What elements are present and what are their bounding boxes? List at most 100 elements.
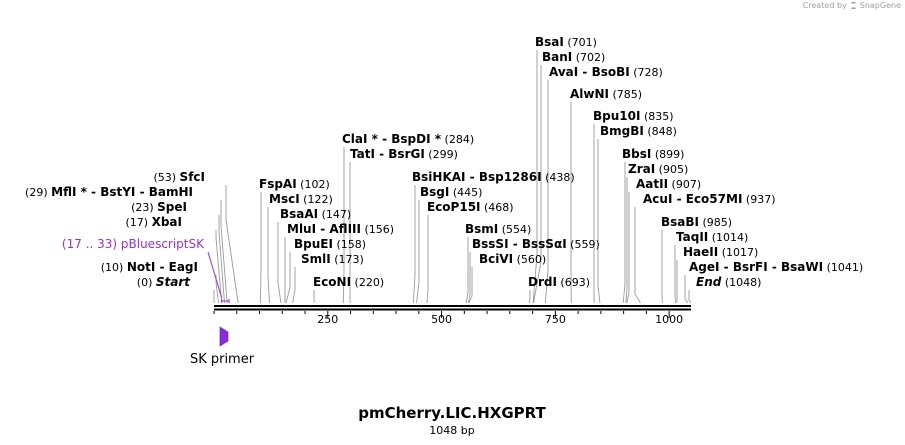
enzyme-name: EcoNI bbox=[313, 275, 351, 289]
site-label: End (1048) bbox=[696, 275, 761, 289]
leader-lines bbox=[213, 50, 692, 304]
site-label: AatII (907) bbox=[636, 177, 701, 191]
site-label: ZraI (905) bbox=[628, 162, 688, 176]
axis-tick-label: 1000 bbox=[655, 313, 683, 326]
site-position: (728) bbox=[630, 66, 663, 79]
site-position: (0) bbox=[137, 276, 156, 289]
site-position: (102) bbox=[297, 178, 330, 191]
leader-line bbox=[215, 230, 223, 304]
leader-line bbox=[416, 200, 420, 304]
axis-tick-label: 750 bbox=[545, 313, 566, 326]
site-position: (693) bbox=[557, 276, 590, 289]
site-label: MscI (122) bbox=[269, 192, 333, 206]
leader-line bbox=[218, 215, 225, 304]
site-label: BbsI (899) bbox=[622, 147, 684, 161]
snapgene-logo-icon bbox=[850, 1, 856, 10]
credit-brand: SnapGene bbox=[859, 1, 901, 10]
site-position: (835) bbox=[640, 110, 673, 123]
site-position: (445) bbox=[449, 186, 482, 199]
site-position: (899) bbox=[651, 148, 684, 161]
site-label: BsgI (445) bbox=[420, 185, 482, 199]
site-label: FspAI (102) bbox=[259, 177, 330, 191]
site-position: (905) bbox=[655, 163, 688, 176]
enzyme-name: SfcI bbox=[180, 170, 205, 184]
site-position: (907) bbox=[668, 178, 701, 191]
leader-line bbox=[267, 207, 270, 304]
site-label: SmlI (173) bbox=[301, 252, 364, 266]
enzyme-name: End bbox=[696, 275, 722, 289]
enzyme-name: BpuEI bbox=[294, 237, 333, 251]
leader-line bbox=[225, 185, 239, 304]
leader-line bbox=[468, 267, 473, 304]
leader-line bbox=[688, 290, 692, 304]
site-position: (53) bbox=[153, 171, 179, 184]
site-label: BmgBI (848) bbox=[600, 124, 677, 138]
enzyme-name: AvaI - BsoBI bbox=[549, 65, 630, 79]
leader-line bbox=[465, 237, 469, 304]
site-label: BssSI - BssSαI (559) bbox=[472, 237, 600, 251]
sk-primer-arrow-icon bbox=[219, 326, 229, 347]
site-label: MluI - AflIII (156) bbox=[287, 222, 394, 236]
site-position: (122) bbox=[300, 193, 333, 206]
site-label: (53) SfcI bbox=[153, 170, 205, 184]
leader-line bbox=[467, 252, 471, 304]
site-position: (1048) bbox=[721, 276, 761, 289]
leader-line bbox=[625, 177, 628, 304]
sequence-strand-bottom bbox=[214, 308, 691, 311]
site-label: TatI - BsrGI (299) bbox=[350, 147, 458, 161]
enzyme-name: BbsI bbox=[622, 147, 651, 161]
feature-label: (17 .. 33) pBluescriptSK bbox=[62, 237, 205, 251]
credit-prefix: Created by bbox=[802, 1, 847, 10]
enzyme-name: BanI bbox=[542, 50, 572, 64]
leader-line bbox=[426, 215, 429, 304]
leader-line bbox=[674, 245, 676, 304]
plasmid-length: 1048 bp bbox=[429, 424, 474, 437]
site-label: AcuI - Eco57MI (937) bbox=[643, 192, 775, 206]
enzyme-name: AcuI - Eco57MI bbox=[643, 192, 742, 206]
leader-line bbox=[626, 192, 630, 304]
enzyme-name: AatII bbox=[636, 177, 668, 191]
enzyme-name: BssSI - BssSαI bbox=[472, 237, 567, 251]
leader-line bbox=[533, 65, 542, 304]
site-position: (1014) bbox=[708, 231, 748, 244]
enzyme-name: Bpu10I bbox=[593, 109, 640, 123]
site-label: BsaBI (985) bbox=[661, 215, 732, 229]
enzyme-name: MluI - AflIII bbox=[287, 222, 361, 236]
leader-line bbox=[544, 80, 549, 304]
enzyme-name: FspAI bbox=[259, 177, 297, 191]
site-label: AvaI - BsoBI (728) bbox=[549, 65, 663, 79]
site-label: Bpu10I (835) bbox=[593, 109, 674, 123]
enzyme-name: ZraI bbox=[628, 162, 655, 176]
enzyme-name: BsaBI bbox=[661, 215, 699, 229]
site-position: (23) bbox=[131, 201, 157, 214]
snapgene-credit: Created by SnapGene bbox=[803, 1, 901, 10]
site-position: (158) bbox=[333, 238, 366, 251]
site-label: EcoP15I (468) bbox=[427, 200, 514, 214]
site-position: (848) bbox=[644, 125, 677, 138]
primer-label: SK primer bbox=[190, 352, 255, 367]
site-label: AlwNI (785) bbox=[570, 87, 642, 101]
enzyme-name: BmgBI bbox=[600, 124, 644, 138]
site-position: (173) bbox=[331, 253, 364, 266]
site-label: BanI (702) bbox=[542, 50, 605, 64]
leader-line bbox=[412, 185, 416, 304]
site-label: (29) MflI * - BstYI - BamHI bbox=[25, 185, 193, 199]
site-label: BsaI (701) bbox=[535, 35, 597, 49]
enzyme-name: BsaI bbox=[535, 35, 564, 49]
site-label: TaqII (1014) bbox=[676, 230, 748, 244]
site-label: EcoNI (220) bbox=[313, 275, 384, 289]
site-position: (147) bbox=[318, 208, 351, 221]
enzyme-name: AgeI - BsrFI - BsaWI bbox=[689, 260, 823, 274]
enzyme-name: MscI bbox=[269, 192, 300, 206]
site-position: (220) bbox=[351, 276, 384, 289]
site-position: (299) bbox=[425, 148, 458, 161]
site-position: (785) bbox=[609, 88, 642, 101]
site-label: BpuEI (158) bbox=[294, 237, 366, 251]
enzyme-name: Start bbox=[156, 275, 191, 289]
site-label: AgeI - BsrFI - BsaWI (1041) bbox=[689, 260, 863, 274]
site-label: ClaI * - BspDI * (284) bbox=[342, 132, 474, 146]
leader-line bbox=[622, 162, 626, 304]
enzyme-name: SmlI bbox=[301, 252, 331, 266]
site-position: (284) bbox=[441, 133, 474, 146]
